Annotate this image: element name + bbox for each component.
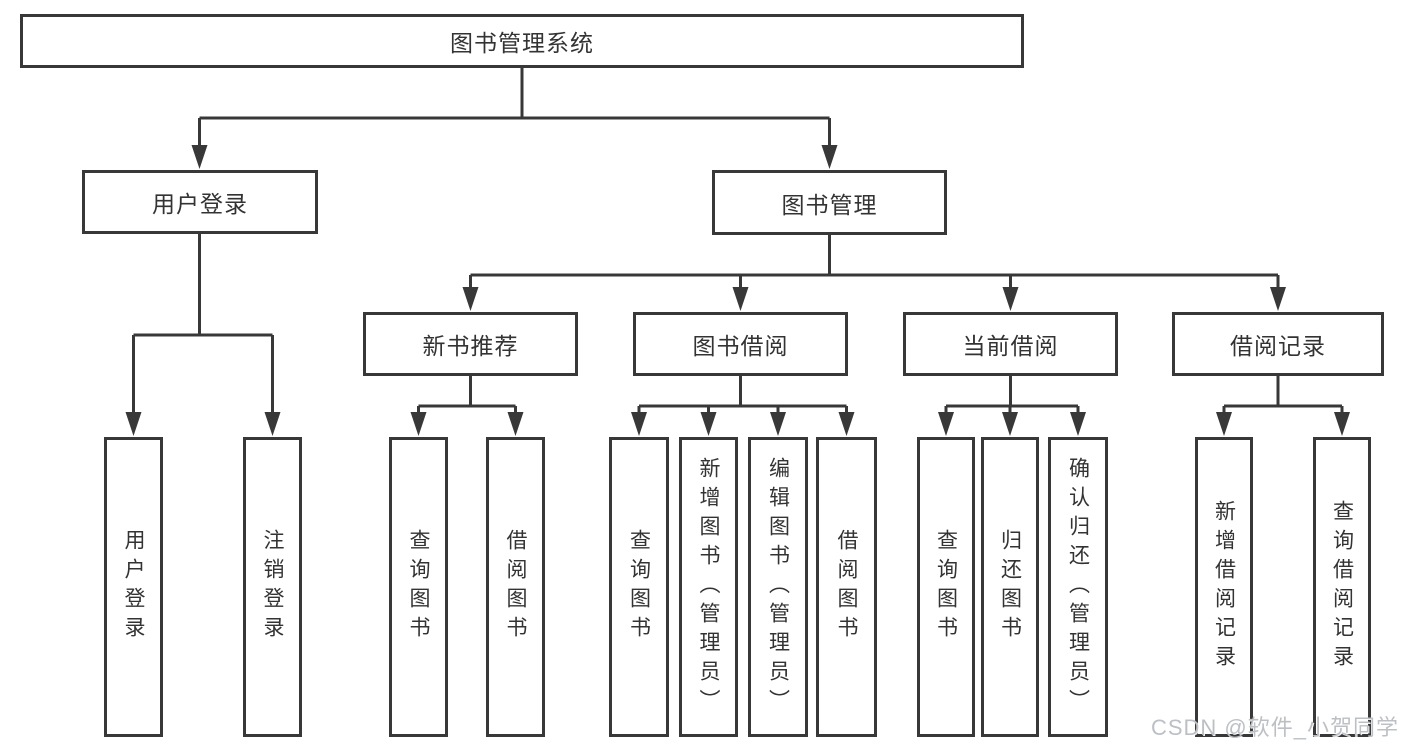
node-label: 图书管理 [781,191,878,218]
node-current-return-books: 归还图书 [981,437,1039,737]
node-new-book-recommendation: 新书推荐 [363,312,578,376]
node-label: 查询图书 [627,529,651,645]
node-current-query-books: 查询图书 [917,437,975,737]
node-records-query-borrow-record: 查询借阅记录 [1313,437,1371,737]
node-label: 新增图书（管理员） [697,456,720,718]
node-label: 编辑图书（管理员） [766,456,790,718]
node-label: 借阅图书 [835,529,858,645]
node-label: 注销登录 [261,529,284,645]
node-newbook-query-books: 查询图书 [389,437,448,737]
node-label: 借阅图书 [504,529,527,645]
node-user-login-leaf: 用户登录 [104,437,163,737]
node-book-management: 图书管理 [712,170,947,235]
node-borrowing-query-books: 查询图书 [609,437,669,737]
node-label: 查询图书 [934,529,958,645]
node-records-add-borrow-record: 新增借阅记录 [1195,437,1253,737]
node-label: 图书借阅 [692,333,789,359]
node-label: 当前借阅 [962,333,1059,359]
node-library-system: 图书管理系统 [20,14,1024,68]
node-label: 用户登录 [152,191,248,217]
node-label: 新书推荐 [422,333,519,359]
csdn-watermark: CSDN @软件_小贺同学 [1150,715,1399,740]
node-current-borrowing: 当前借阅 [903,312,1118,376]
node-label: 查询图书 [407,529,430,645]
node-borrowing-borrow-books: 借阅图书 [816,437,877,737]
node-newbook-borrow-books: 借阅图书 [486,437,545,737]
node-borrowing-edit-books-admin: 编辑图书（管理员） [748,437,808,737]
node-book-borrowing: 图书借阅 [633,312,848,376]
node-label: 归还图书 [998,529,1022,645]
node-label: 新增借阅记录 [1212,500,1236,674]
node-label: 图书管理系统 [450,30,594,56]
node-borrowing-add-books-admin: 新增图书（管理员） [679,437,738,737]
node-label: 确认归还（管理员） [1066,456,1090,718]
node-user-login: 用户登录 [82,170,318,234]
node-label: 查询借阅记录 [1330,500,1354,674]
node-label: 用户登录 [122,529,145,645]
node-label: 借阅记录 [1230,333,1326,359]
node-logout: 注销登录 [243,437,302,737]
node-current-confirm-return-admin: 确认归还（管理员） [1048,437,1108,737]
node-borrowing-records: 借阅记录 [1172,312,1384,376]
